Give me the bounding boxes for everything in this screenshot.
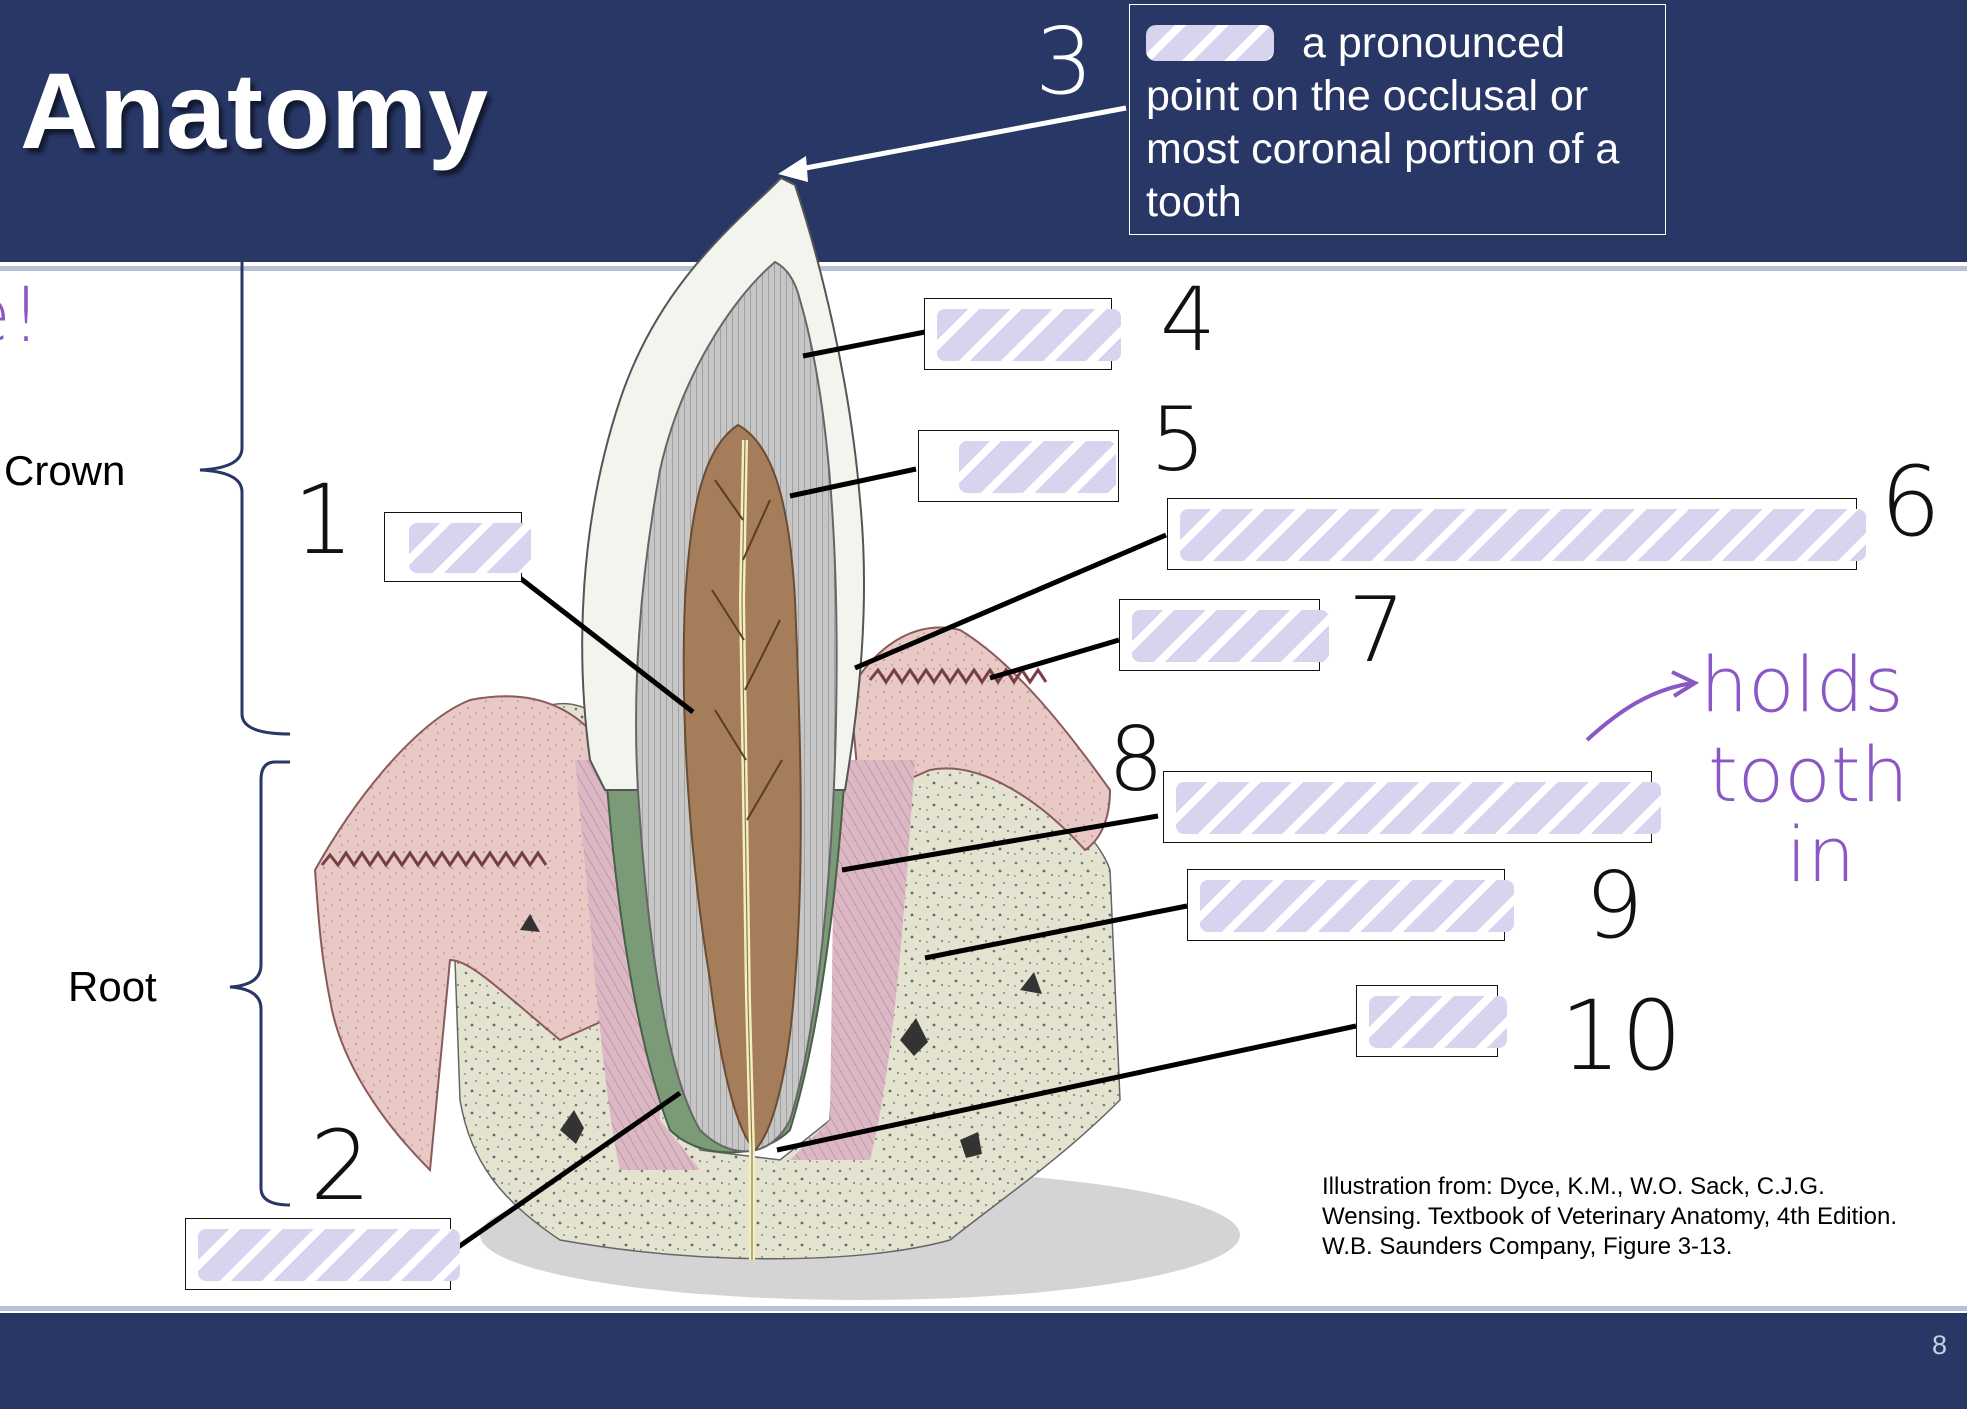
gingiva-left — [313, 695, 651, 1173]
number-3: 3 — [1035, 8, 1094, 115]
footer-divider — [0, 1306, 1967, 1311]
redaction-1 — [409, 523, 531, 573]
redaction-5 — [959, 441, 1116, 493]
note-edge-fragment: e! — [0, 270, 42, 359]
number-8: 8 — [1108, 708, 1164, 811]
label-box-1 — [384, 512, 531, 582]
gingiva-right — [848, 626, 1112, 852]
section-braces — [199, 198, 291, 1207]
number-6: 6 — [1880, 446, 1942, 558]
redaction-7 — [1132, 610, 1329, 662]
redaction-4 — [937, 309, 1121, 361]
footer-band — [0, 1313, 1967, 1409]
figure-citation: Illustration from: Dyce, K.M., W.O. Sack… — [1322, 1172, 1962, 1262]
redaction-9 — [1200, 880, 1514, 932]
label-box-10 — [1356, 985, 1507, 1057]
citation-line-3: W.B. Saunders Company, Figure 3-13. — [1322, 1233, 1733, 1260]
label-box-9 — [1187, 869, 1514, 941]
citation-line-2: Wensing. Textbook of Veterinary Anatomy,… — [1322, 1203, 1898, 1230]
leader-lines — [449, 329, 1357, 1255]
callout-box: a pronounced point on the occlusal or mo… — [1129, 4, 1666, 235]
header-divider — [0, 266, 1967, 271]
redaction-2 — [198, 1229, 460, 1281]
label-box-7 — [1119, 599, 1329, 671]
note-holds: holds — [1700, 640, 1904, 729]
label-box-2 — [185, 1218, 460, 1290]
redaction-6 — [1180, 509, 1866, 561]
number-7: 7 — [1348, 578, 1406, 683]
header-band — [0, 0, 1967, 262]
number-10: 10 — [1560, 980, 1683, 1092]
citation-line-1: Illustration from: Dyce, K.M., W.O. Sack… — [1322, 1173, 1825, 1200]
number-2: 2 — [310, 1110, 372, 1222]
note-tooth: tooth — [1708, 730, 1909, 819]
root-label: Root — [68, 963, 157, 1010]
label-box-4 — [924, 298, 1121, 370]
crown-label: Crown — [4, 447, 126, 494]
callout-text: a pronounced point on the occlusal or mo… — [1146, 19, 1620, 226]
page-number: 8 — [1931, 1330, 1947, 1360]
label-box-8 — [1163, 771, 1661, 843]
slide-title: Anatomy — [20, 50, 490, 171]
label-box-5 — [918, 430, 1119, 502]
redaction-10 — [1369, 996, 1507, 1048]
number-5: 5 — [1150, 388, 1206, 491]
redaction-8 — [1176, 782, 1661, 834]
number-1: 1 — [293, 464, 355, 576]
redacted-term-3 — [1146, 23, 1274, 63]
number-9: 9 — [1585, 852, 1644, 959]
note-in: in — [1786, 810, 1856, 899]
label-box-6 — [1167, 498, 1866, 570]
number-4: 4 — [1160, 268, 1216, 371]
